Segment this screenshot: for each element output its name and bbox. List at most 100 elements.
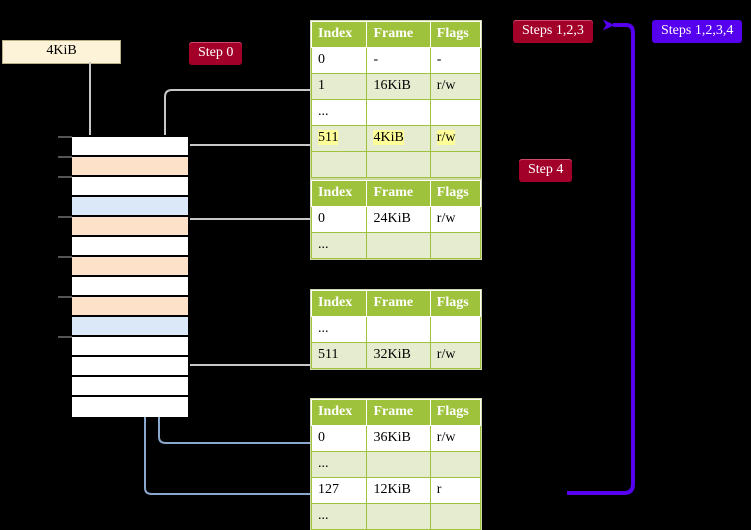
cell-index: 0 xyxy=(310,425,368,452)
memory-tick xyxy=(58,336,72,338)
highlighted-value: 511 xyxy=(318,130,339,145)
cell-frame: - xyxy=(366,47,431,74)
memory-frame xyxy=(72,297,188,317)
cell-index: ... xyxy=(310,316,368,343)
table-row[interactable]: ... xyxy=(310,232,482,259)
cell-frame xyxy=(366,316,431,343)
cell-frame xyxy=(366,99,431,126)
memory-frame xyxy=(72,357,188,377)
cell-frame: 24KiB xyxy=(366,206,431,233)
memory-tick xyxy=(58,256,72,258)
steps1234-label: Steps 1,2,3,4 xyxy=(661,23,734,38)
cell-frame: 16KiB xyxy=(366,73,431,100)
cell-frame: 12KiB xyxy=(366,477,431,504)
memory-frame xyxy=(72,217,188,237)
cell-flags xyxy=(429,316,482,343)
cell-flags: r/w xyxy=(429,206,482,233)
cell-index: 511 xyxy=(310,125,368,152)
steps123-badge: Steps 1,2,3 xyxy=(513,20,593,43)
memory-frame xyxy=(72,397,188,417)
cell-index: ... xyxy=(310,99,368,126)
table-row[interactable] xyxy=(310,151,482,178)
physical-memory-column xyxy=(70,135,190,417)
memory-tick xyxy=(58,216,72,218)
cell-index: 0 xyxy=(310,47,368,74)
frame-size-box: 4KiB xyxy=(2,40,121,64)
frame-size-label: 4KiB xyxy=(46,43,77,58)
cell-flags: r xyxy=(429,477,482,504)
column-header-frame: Frame xyxy=(366,180,431,207)
cell-flags: r/w xyxy=(429,73,482,100)
steps1234-badge: Steps 1,2,3,4 xyxy=(652,20,743,43)
table-row[interactable]: ... xyxy=(310,451,482,478)
cell-flags xyxy=(429,451,482,478)
memory-tick xyxy=(58,176,72,178)
memory-tick xyxy=(58,136,72,138)
cell-frame: 32KiB xyxy=(366,342,431,369)
cell-flags xyxy=(429,151,482,178)
memory-frame xyxy=(72,237,188,257)
cell-flags: r/w xyxy=(429,425,482,452)
memory-frame xyxy=(72,197,188,217)
cell-index: 511 xyxy=(310,342,368,369)
cell-frame xyxy=(366,151,431,178)
cell-index: ... xyxy=(310,232,368,259)
cell-frame xyxy=(366,451,431,478)
memory-frame xyxy=(72,377,188,397)
column-header-flags: Flags xyxy=(429,399,482,426)
cell-frame: 36KiB xyxy=(366,425,431,452)
cell-flags: r/w xyxy=(429,342,482,369)
step4-badge: Step 4 xyxy=(519,159,573,182)
cell-flags: r/w xyxy=(429,125,482,152)
table-row[interactable]: 0-- xyxy=(310,47,482,74)
highlighted-value: r/w xyxy=(436,130,456,145)
memory-tick xyxy=(58,296,72,298)
memory-frame xyxy=(72,157,188,177)
memory-frame xyxy=(72,277,188,297)
column-header-frame: Frame xyxy=(366,399,431,426)
cell-flags xyxy=(429,503,482,530)
column-header-index: Index xyxy=(310,21,368,48)
step0-label: Step 0 xyxy=(198,45,234,60)
cell-index: 0 xyxy=(310,206,368,233)
cell-index: ... xyxy=(310,503,368,530)
column-header-index: Index xyxy=(310,399,368,426)
column-header-flags: Flags xyxy=(429,180,482,207)
column-header-index: Index xyxy=(310,180,368,207)
column-header-flags: Flags xyxy=(429,290,482,317)
table-row[interactable]: ... xyxy=(310,503,482,530)
table-row[interactable]: ... xyxy=(310,316,482,343)
column-header-flags: Flags xyxy=(429,21,482,48)
cell-flags xyxy=(429,232,482,259)
column-header-index: Index xyxy=(310,290,368,317)
table-row[interactable]: ... xyxy=(310,99,482,126)
cell-flags: - xyxy=(429,47,482,74)
cell-frame xyxy=(366,503,431,530)
cell-index: ... xyxy=(310,451,368,478)
step0-badge: Step 0 xyxy=(189,42,243,65)
steps123-label: Steps 1,2,3 xyxy=(522,23,584,38)
memory-frame xyxy=(72,337,188,357)
cell-index: 1 xyxy=(310,73,368,100)
cell-index: 127 xyxy=(310,477,368,504)
cell-index xyxy=(310,151,368,178)
cell-flags xyxy=(429,99,482,126)
memory-frame xyxy=(72,137,188,157)
memory-frame xyxy=(72,177,188,197)
step4-label: Step 4 xyxy=(528,162,564,177)
